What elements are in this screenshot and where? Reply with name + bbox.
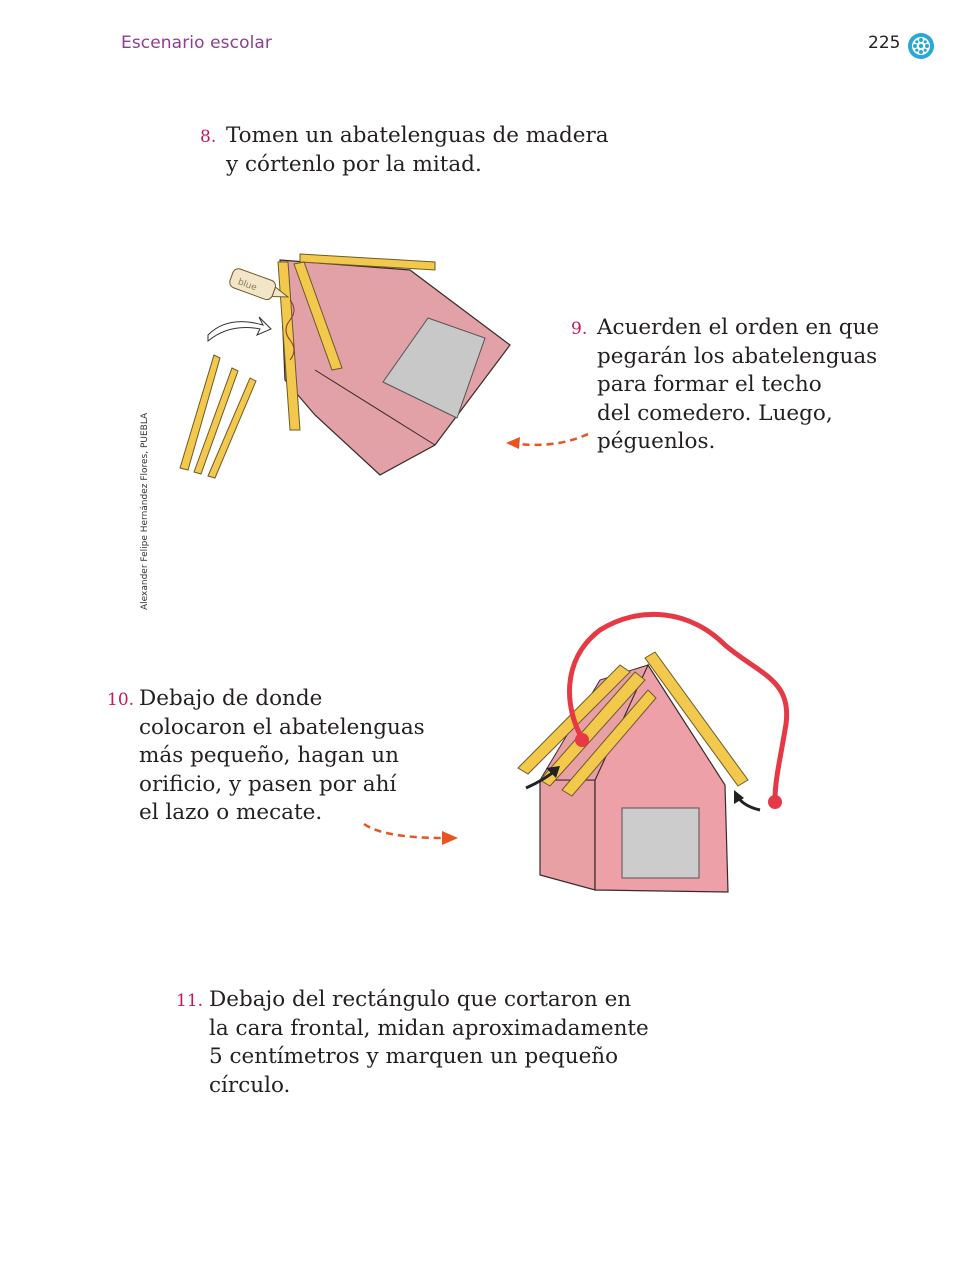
step-number: 11. (176, 991, 204, 1011)
section-title: Escenario escolar (121, 33, 273, 53)
step-number: 8. (200, 127, 217, 147)
illustration-credit: Alexander Felipe Hernández Flores, PUEBL… (140, 412, 150, 610)
step-text-line: para formar el techo (597, 372, 822, 397)
step-8: 8. Tomen un abatelenguas de madera y cór… (200, 122, 609, 179)
step-text-line: Acuerden el orden en que (597, 315, 880, 340)
step-text-line: pegarán los abatelenguas (597, 343, 878, 369)
step-10: 10. Debajo de donde colocaron el abatele… (107, 685, 425, 828)
step-text-line: Debajo de donde (139, 686, 323, 711)
step-text-line: Tomen un abatelenguas de madera (226, 123, 609, 148)
house-string-illustration (517, 611, 790, 893)
flower-badge-icon (908, 33, 934, 59)
step-11: 11. Debajo del rectángulo que cortaron e… (176, 986, 649, 1100)
roof-assembly-illustration: blue (179, 253, 511, 479)
step-text-line: más pequeño, hagan un (139, 743, 399, 768)
step-text-line: del comedero. Luego, (597, 400, 833, 426)
step-number: 9. (571, 319, 588, 339)
dashed-arrow-icon (363, 822, 458, 845)
step-number: 10. (107, 690, 135, 710)
step-9: 9. Acuerden el orden en que pegarán los … (571, 314, 880, 457)
step-text-line: Debajo del rectángulo que cortaron en (209, 987, 632, 1012)
dashed-arrow-icon (506, 432, 589, 449)
page-number: 225 (868, 33, 901, 53)
step-text-line: péguenlos. (597, 429, 716, 454)
step-text-line: y córtenlo por la mitad. (226, 151, 482, 177)
step-text-line: el lazo o mecate. (139, 800, 323, 825)
step-text-line: 5 centímetros y marquen un pequeño (209, 1044, 619, 1069)
step-text-line: círculo. (209, 1072, 291, 1098)
step-text-line: la cara frontal, midan aproximadamente (209, 1015, 649, 1041)
step-text-line: orificio, y pasen por ahí (139, 771, 397, 797)
step-text-line: colocaron el abatelenguas (139, 714, 425, 740)
